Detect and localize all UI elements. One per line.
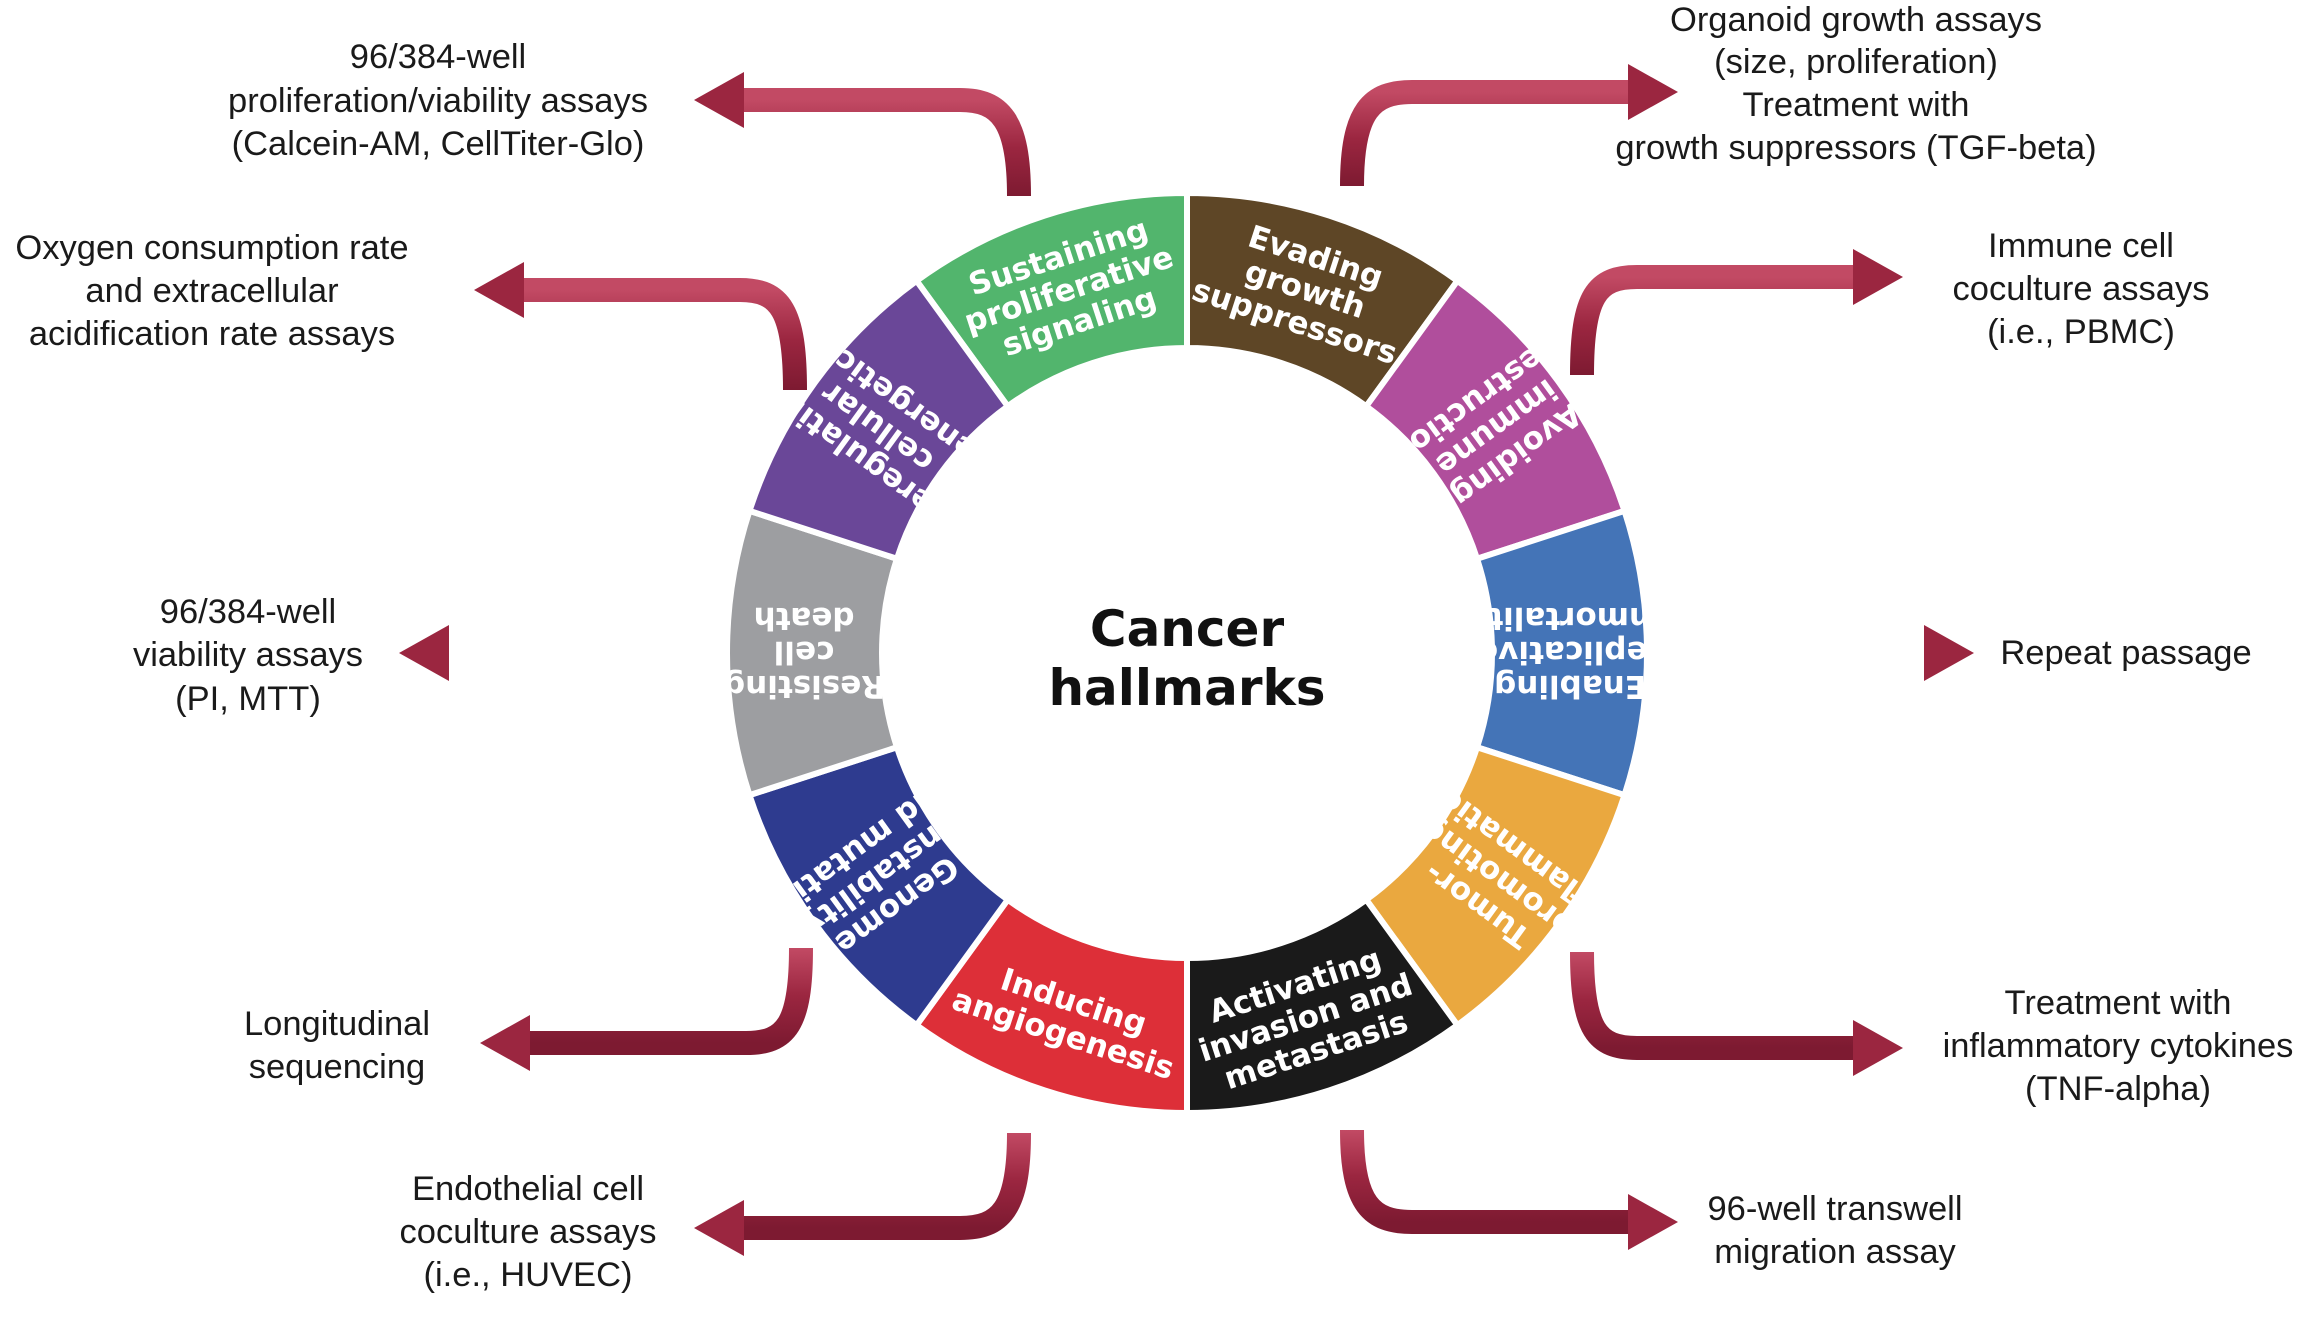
arrow-proliferation-viability xyxy=(694,72,1031,197)
arrow-organoid xyxy=(1340,64,1678,187)
arrow-endothelial xyxy=(694,1132,1031,1256)
svg-text:Longitudinal: Longitudinal xyxy=(244,1005,430,1043)
assay-labels: 96/384-well proliferation/viability assa… xyxy=(15,1,2293,1294)
svg-text:Immune cell: Immune cell xyxy=(1988,227,2174,265)
svg-text:96-well transwell: 96-well transwell xyxy=(1707,1190,1962,1228)
segment-label-line: death xyxy=(753,600,854,636)
arrow-longitudinal xyxy=(480,947,813,1071)
svg-text:sequencing: sequencing xyxy=(249,1048,425,1086)
segment-label-line: replicative xyxy=(1477,634,1663,670)
svg-text:acidification rate assays: acidification rate assays xyxy=(29,315,395,353)
svg-text:(size, proliferation): (size, proliferation) xyxy=(1714,43,1998,81)
assay-oxygen-consumption: Oxygen consumption rate and extracellula… xyxy=(15,229,408,353)
svg-text:(Calcein-AM, CellTiter-Glo): (Calcein-AM, CellTiter-Glo) xyxy=(232,125,645,163)
svg-text:Endothelial cell: Endothelial cell xyxy=(412,1170,644,1208)
arrow-viability xyxy=(399,625,728,681)
arrow-immune xyxy=(1570,249,1903,376)
svg-text:(i.e., PBMC): (i.e., PBMC) xyxy=(1987,313,2175,351)
segment-label-line: Enabling xyxy=(1494,668,1646,704)
svg-text:inflammatory cytokines: inflammatory cytokines xyxy=(1943,1027,2294,1065)
svg-text:96/384-well: 96/384-well xyxy=(350,38,526,76)
center-title-line-2: hallmarks xyxy=(1048,659,1325,717)
svg-text:Oxygen consumption rate: Oxygen consumption rate xyxy=(15,229,408,267)
assay-inflammatory: Treatment with inflammatory cytokines (T… xyxy=(1943,984,2294,1108)
arrow-passage xyxy=(1646,625,1974,681)
svg-text:Repeat passage: Repeat passage xyxy=(2000,634,2251,672)
svg-text:viability assays: viability assays xyxy=(133,636,363,674)
segment-label-line: immortality xyxy=(1468,600,1672,636)
center-title: Cancer hallmarks xyxy=(1048,600,1325,717)
svg-text:growth suppressors (TGF-beta): growth suppressors (TGF-beta) xyxy=(1615,129,2096,167)
svg-text:proliferation/viability assays: proliferation/viability assays xyxy=(228,82,648,120)
arrow-transwell xyxy=(1340,1129,1678,1250)
svg-text:(PI, MTT): (PI, MTT) xyxy=(175,680,321,718)
svg-text:(TNF-alpha): (TNF-alpha) xyxy=(2025,1070,2211,1108)
hallmark-ring xyxy=(724,189,1650,1117)
assay-arrows xyxy=(399,64,1974,1256)
assay-viability: 96/384-well viability assays (PI, MTT) xyxy=(133,593,363,718)
center-title-line-1: Cancer xyxy=(1090,600,1285,658)
assay-organoid: Organoid growth assays (size, proliferat… xyxy=(1615,1,2096,167)
assay-proliferation-viability: 96/384-well proliferation/viability assa… xyxy=(228,38,648,163)
svg-text:and extracellular: and extracellular xyxy=(85,272,338,310)
assay-passage: Repeat passage xyxy=(2000,634,2251,672)
assay-endothelial: Endothelial cell coculture assays (i.e.,… xyxy=(400,1170,657,1294)
arrow-oxygen-consumption xyxy=(474,262,807,391)
segment-label-line: cell xyxy=(774,634,835,670)
segment-label-line: Resisting xyxy=(723,668,885,704)
svg-text:migration assay: migration assay xyxy=(1714,1233,1956,1271)
svg-text:Treatment with: Treatment with xyxy=(1743,86,1970,124)
svg-text:coculture assays: coculture assays xyxy=(1953,270,2210,308)
assay-longitudinal: Longitudinal sequencing xyxy=(244,1005,430,1086)
svg-text:96/384-well: 96/384-well xyxy=(160,593,336,631)
svg-text:Treatment with: Treatment with xyxy=(2005,984,2232,1022)
svg-text:(i.e., HUVEC): (i.e., HUVEC) xyxy=(424,1256,633,1294)
segment-deregulating xyxy=(745,276,1012,563)
svg-text:Organoid growth assays: Organoid growth assays xyxy=(1670,1,2042,39)
assay-immune: Immune cell coculture assays (i.e., PBMC… xyxy=(1953,227,2210,351)
arrow-inflammatory xyxy=(1570,951,1903,1076)
assay-transwell: 96-well transwell migration assay xyxy=(1707,1190,1962,1271)
svg-text:coculture assays: coculture assays xyxy=(400,1213,657,1251)
